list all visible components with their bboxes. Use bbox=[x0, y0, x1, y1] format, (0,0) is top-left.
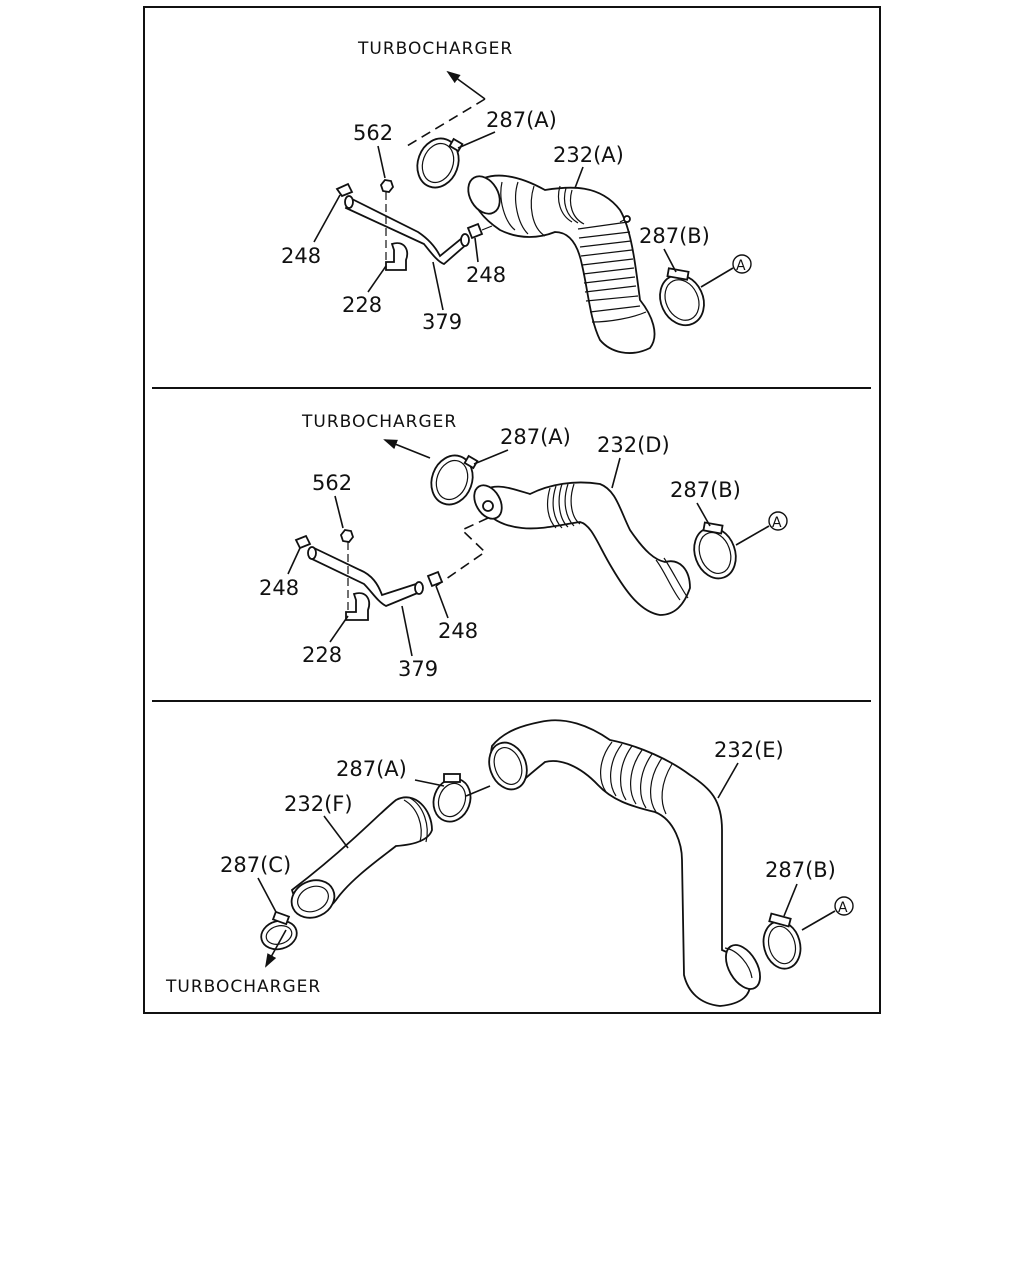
callout-248-right: 248 bbox=[438, 619, 478, 643]
nut-562 bbox=[379, 179, 395, 193]
bracket-228 bbox=[385, 242, 409, 271]
clamp-287c bbox=[260, 910, 298, 951]
callout-287a: 287(A) bbox=[500, 425, 571, 449]
clip-248-right bbox=[426, 570, 444, 588]
callout-228: 228 bbox=[302, 643, 342, 667]
callout-248-left: 248 bbox=[281, 244, 321, 268]
callout-287b: 287(B) bbox=[670, 478, 741, 502]
ref-circle-a bbox=[834, 896, 854, 916]
turbocharger-label: TURBOCHARGER bbox=[357, 39, 513, 59]
panel-2: TURBOCHARGER 287(A) 232(D) bbox=[259, 412, 788, 681]
hose-232f bbox=[290, 796, 433, 919]
callout-562: 562 bbox=[312, 471, 352, 495]
callout-232e: 232(E) bbox=[714, 738, 784, 762]
hose-232d bbox=[473, 481, 691, 616]
clip-248-right bbox=[466, 222, 493, 240]
clip-248-left bbox=[335, 182, 354, 198]
callout-379: 379 bbox=[422, 310, 462, 334]
callout-248-left: 248 bbox=[259, 576, 299, 600]
ref-label-a: A bbox=[736, 258, 747, 274]
panel-3: 232(E) 287(A) 232(F) 287(C) bbox=[165, 719, 854, 1007]
callout-232d: 232(D) bbox=[597, 433, 670, 457]
clamp-287b bbox=[693, 521, 737, 580]
callout-232a: 232(A) bbox=[553, 143, 624, 167]
ref-circle-a bbox=[768, 511, 788, 531]
ref-label-a: A bbox=[772, 515, 783, 531]
callout-287a: 287(A) bbox=[336, 757, 407, 781]
callout-287b: 287(B) bbox=[765, 858, 836, 882]
callout-232f: 232(F) bbox=[284, 792, 353, 816]
hose-379 bbox=[307, 546, 424, 607]
clip-248-left bbox=[294, 534, 312, 550]
clamp-287a bbox=[432, 773, 472, 823]
ref-circle-a bbox=[732, 254, 752, 274]
hose-232e bbox=[488, 719, 761, 1007]
callout-287c: 287(C) bbox=[220, 853, 291, 877]
callout-248-right: 248 bbox=[466, 263, 506, 287]
callout-562: 562 bbox=[353, 121, 393, 145]
nut-562 bbox=[339, 529, 355, 543]
diagram-frame bbox=[143, 6, 881, 1014]
bracket-228 bbox=[345, 592, 371, 621]
panel-1: TURBOCHARGER 287(A) 562 bbox=[281, 39, 752, 354]
ref-label-a: A bbox=[838, 900, 849, 916]
hose-232a bbox=[467, 174, 656, 354]
turbocharger-label: TURBOCHARGER bbox=[165, 977, 321, 997]
callout-287a: 287(A) bbox=[486, 108, 557, 132]
callout-228: 228 bbox=[342, 293, 382, 317]
clamp-287a bbox=[416, 137, 464, 189]
clamp-287b bbox=[762, 912, 802, 970]
clamp-287a bbox=[430, 454, 479, 506]
turbocharger-label: TURBOCHARGER bbox=[301, 412, 457, 432]
callout-379: 379 bbox=[398, 657, 438, 681]
callout-287b: 287(B) bbox=[639, 224, 710, 248]
clamp-287b bbox=[659, 267, 705, 327]
hose-379 bbox=[344, 195, 470, 266]
